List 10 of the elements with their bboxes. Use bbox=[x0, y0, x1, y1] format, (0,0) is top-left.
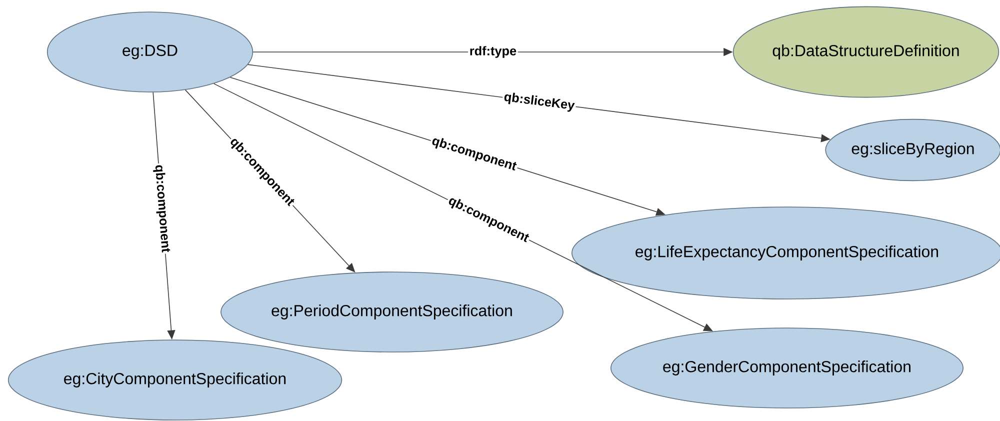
ellipse-node: qb:DataStructureDefinition bbox=[732, 6, 1000, 98]
edge-label: rdf:type bbox=[470, 46, 516, 58]
ellipse-node: eg:GenderComponentSpecification bbox=[610, 328, 964, 408]
ellipse-node: eg:CityComponentSpecification bbox=[8, 340, 342, 420]
ellipse-node: eg:LifeExpectancyComponentSpecification bbox=[572, 206, 1000, 300]
edge-label: qb:component bbox=[153, 165, 170, 252]
ellipse-node: eg:DSD bbox=[46, 12, 254, 92]
ellipse-node: eg:sliceByRegion bbox=[825, 118, 1000, 182]
ellipse-node: eg:PeriodComponentSpecification bbox=[220, 272, 564, 352]
edge-label: qb:sliceKey bbox=[504, 92, 575, 112]
